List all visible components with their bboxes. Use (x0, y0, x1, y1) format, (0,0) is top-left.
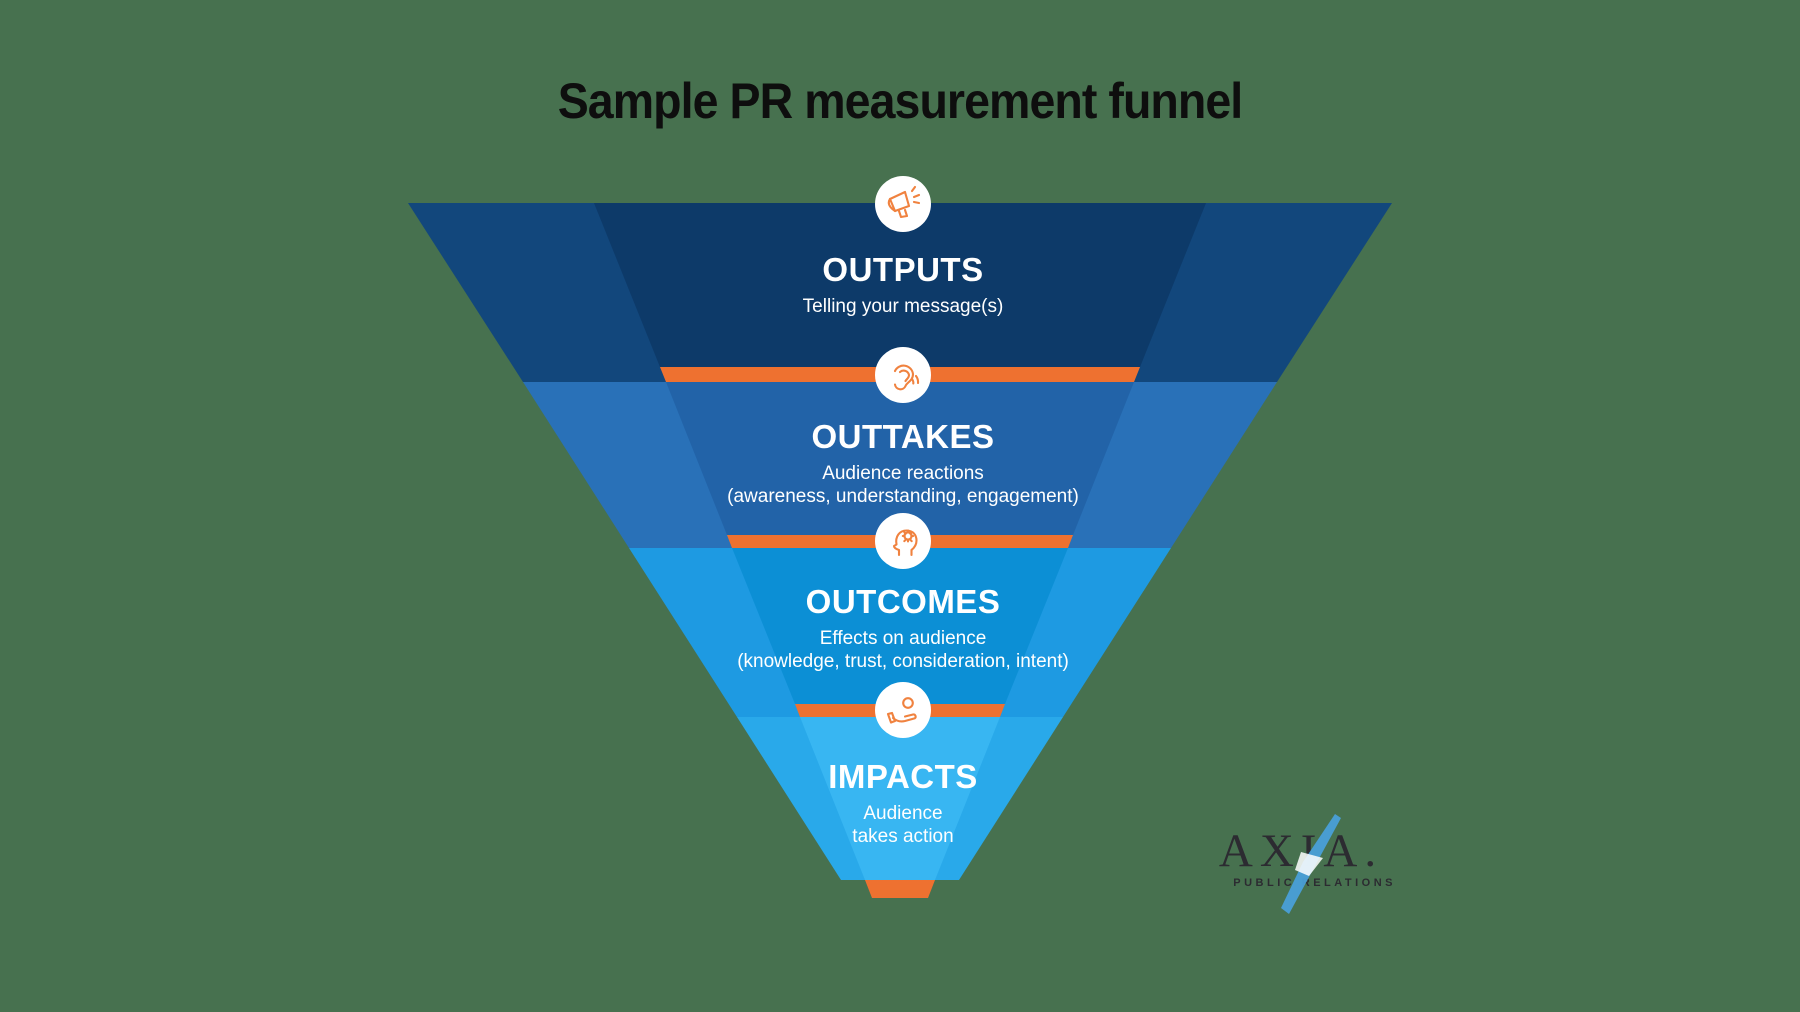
funnel-stage-impacts-tube (800, 717, 1000, 880)
stage-outputs-text: OUTPUTS Telling your message(s) (802, 251, 1004, 318)
logo-brand-text: AXIA. (1218, 825, 1384, 877)
page-title: Sample PR measurement funnel (557, 73, 1244, 129)
axia-logo: AXIA. PUBLIC RELATIONS (1196, 814, 1406, 914)
megaphone-icon (887, 185, 921, 219)
stage-outputs-desc: Telling your message(s) (802, 295, 1004, 317)
funnel-stage-outtakes-tube (666, 382, 1134, 535)
stage-outtakes-text: OUTTAKES Audience reactions (awareness, … (727, 418, 1079, 508)
stage-outtakes-desc: Audience reactions (awareness, understan… (727, 462, 1079, 507)
stage-outcomes-label: OUTCOMES (805, 583, 1001, 620)
icon-circle-impacts (875, 682, 931, 738)
hand-person-icon (886, 697, 917, 724)
stage-outcomes-desc: Effects on audience (knowledge, trust, c… (737, 627, 1069, 672)
funnel-stage-outcomes-tube (732, 548, 1068, 704)
stage-outcomes-text: OUTCOMES Effects on audience (knowledge,… (737, 583, 1069, 673)
head-gear-icon (892, 529, 918, 557)
funnel-spout (865, 880, 935, 898)
stage-impacts-text: IMPACTS Audience takes action (828, 758, 978, 848)
ear-icon (893, 364, 920, 391)
icon-circle-outcomes (875, 513, 931, 569)
stage-impacts-label: IMPACTS (828, 758, 978, 795)
icon-circle-outputs (875, 176, 931, 232)
stage-impacts-desc: Audience takes action (852, 802, 954, 847)
funnel-stage-outputs-tube (594, 203, 1206, 367)
icon-circle-outtakes (875, 347, 931, 403)
logo-tagline-text: PUBLIC RELATIONS (1233, 877, 1396, 889)
stage-outputs-label: OUTPUTS (822, 251, 984, 288)
stage-outtakes-label: OUTTAKES (811, 418, 995, 455)
